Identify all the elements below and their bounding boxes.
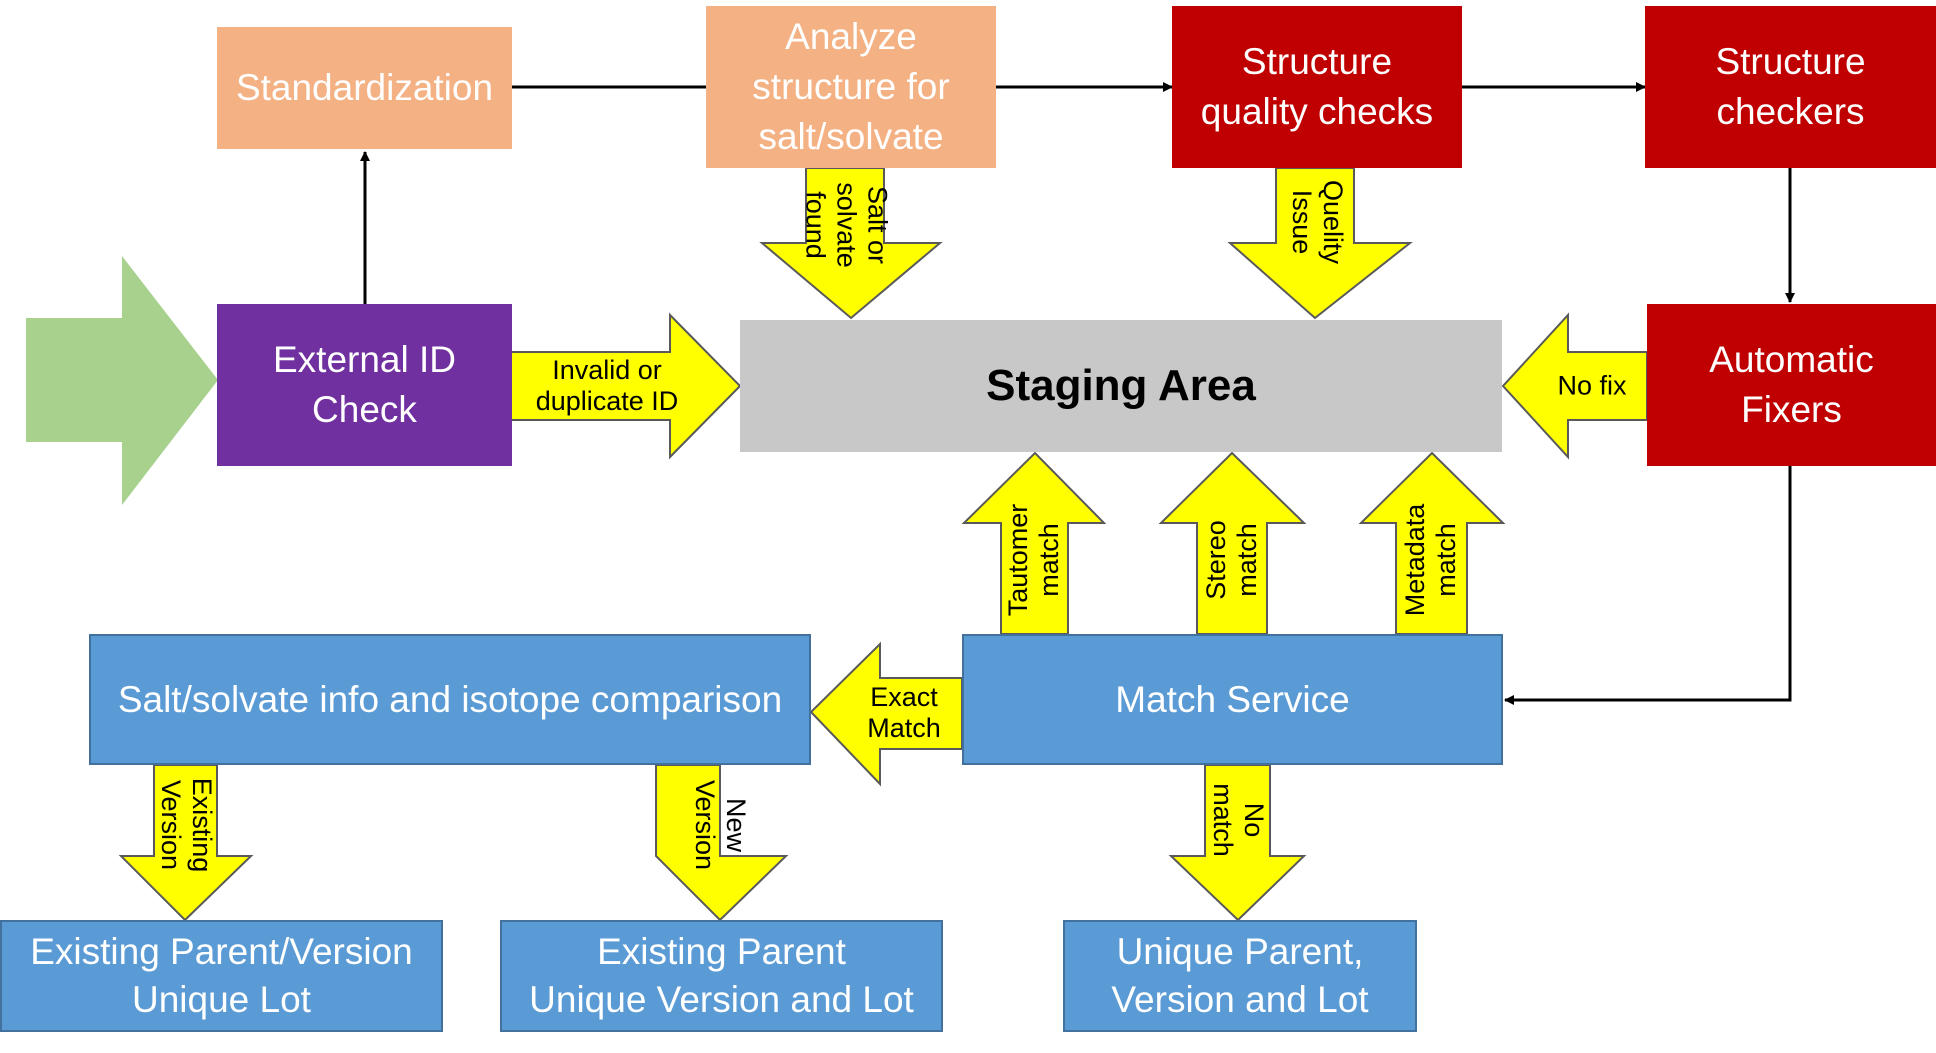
no-fix-text: No fix bbox=[1557, 370, 1627, 401]
arrow-quality-issue bbox=[1227, 167, 1413, 320]
standardization-label: Standardization bbox=[235, 67, 494, 108]
standardization-box: Standardization bbox=[217, 27, 512, 149]
tautomer-match-label: Tautomer match bbox=[1003, 504, 1065, 617]
existing-p-line2: Unique Version and Lot bbox=[529, 979, 914, 1020]
fixers-label-line2: Fixers bbox=[1741, 389, 1842, 430]
arrow-no-match bbox=[1168, 764, 1307, 922]
analyze-label-line1: Analyze bbox=[785, 16, 917, 57]
metadata-line1: Metadata bbox=[1400, 503, 1430, 617]
quality-label-line2: quality checks bbox=[1200, 91, 1434, 132]
structure-quality-checks-box: Structure quality checks bbox=[1172, 6, 1462, 168]
arrow-new-version bbox=[655, 764, 789, 922]
exact-line1: Exact bbox=[870, 682, 938, 712]
automatic-fixers-box: Automatic Fixers bbox=[1647, 304, 1936, 466]
no-match-label: No match bbox=[1207, 783, 1269, 857]
new-version-line2: Version bbox=[690, 779, 720, 871]
arrow-invalid-id bbox=[510, 312, 742, 460]
existing-parent-version-box: Existing Parent/Version Unique Lot bbox=[0, 920, 443, 1032]
arrow-exact-match bbox=[809, 641, 963, 787]
unique-parent-box: Unique Parent, Version and Lot bbox=[1063, 920, 1417, 1032]
unique-line2: Version and Lot bbox=[1111, 979, 1369, 1020]
external-label-line2: Check bbox=[312, 389, 417, 430]
external-id-check-box: External ID Check bbox=[217, 304, 512, 466]
analyze-label-line3: salt/solvate bbox=[758, 116, 944, 157]
no-match-line1: No bbox=[1239, 802, 1269, 838]
existing-p-line1: Existing Parent bbox=[597, 931, 846, 972]
match-service-box: Match Service bbox=[962, 634, 1503, 765]
new-version-label: New Version bbox=[689, 780, 751, 870]
new-version-line1: New bbox=[721, 797, 751, 852]
checkers-label-line1: Structure bbox=[1715, 41, 1866, 82]
stereo-line2: match bbox=[1232, 523, 1262, 597]
existing-pv-line2: Unique Lot bbox=[132, 979, 311, 1020]
stereo-line1: Stereo bbox=[1201, 520, 1231, 600]
arrow-tautomer-match bbox=[961, 451, 1107, 635]
existing-parent-box: Existing Parent Unique Version and Lot bbox=[500, 920, 943, 1032]
staging-area-label: Staging Area bbox=[986, 361, 1256, 410]
metadata-line2: match bbox=[1431, 523, 1461, 597]
analyze-structure-box: Analyze structure for salt/solvate bbox=[706, 6, 996, 168]
no-fix-label: No fix bbox=[1557, 371, 1626, 402]
salt-info-label: Salt/solvate info and isotope comparison bbox=[117, 678, 783, 720]
quality-issue-label: Quelity Issue bbox=[1286, 180, 1348, 264]
existing-pv-line1: Existing Parent/Version bbox=[30, 931, 413, 972]
checkers-label-line2: checkers bbox=[1716, 91, 1865, 132]
exact-match-label: Exact Match bbox=[867, 682, 941, 744]
existing-version-label: Existing Version bbox=[155, 778, 217, 873]
invalid-id-label: Invalid or duplicate ID bbox=[536, 355, 679, 417]
arrow-metadata-match bbox=[1358, 451, 1506, 635]
quality-issue-line2: Issue bbox=[1287, 189, 1317, 255]
unique-line1: Unique Parent, bbox=[1116, 931, 1364, 972]
entry-arrow bbox=[26, 256, 218, 505]
salt-found-line3: found bbox=[800, 191, 831, 259]
arrow-no-fix bbox=[1501, 312, 1648, 460]
fixers-label-line1: Automatic bbox=[1709, 339, 1874, 380]
no-match-line2: match bbox=[1208, 783, 1238, 857]
exact-line2: Match bbox=[867, 713, 941, 743]
quality-label-line1: Structure bbox=[1241, 41, 1393, 82]
metadata-match-label: Metadata match bbox=[1400, 504, 1462, 617]
analyze-label-line2: structure for bbox=[752, 66, 950, 107]
existing-version-line1: Existing bbox=[187, 777, 217, 873]
stereo-match-label: Stereo match bbox=[1201, 520, 1263, 600]
structure-checkers-box: Structure checkers bbox=[1645, 6, 1936, 168]
external-label-line1: External ID bbox=[272, 339, 456, 380]
tautomer-line2: match bbox=[1034, 523, 1064, 597]
quality-issue-line1: Quelity bbox=[1318, 179, 1348, 265]
arrow-salt-found bbox=[759, 167, 943, 320]
salt-solvate-comparison-box: Salt/solvate info and isotope comparison bbox=[89, 634, 811, 765]
salt-found-line1: Salt or bbox=[862, 185, 893, 265]
match-service-label: Match Service bbox=[1115, 678, 1350, 720]
tautomer-line1: Tautomer bbox=[1003, 503, 1033, 617]
arrow-existing-version bbox=[118, 764, 254, 922]
salt-found-line2: solvate bbox=[831, 182, 862, 268]
existing-version-line2: Version bbox=[156, 779, 186, 871]
staging-area-box: Staging Area bbox=[740, 320, 1502, 452]
connector-fixers-to-match-service bbox=[1504, 465, 1792, 705]
salt-found-label: Salt or solvate found bbox=[800, 182, 893, 268]
invalid-id-line1: Invalid or bbox=[552, 355, 662, 385]
invalid-id-line2: duplicate ID bbox=[535, 386, 679, 416]
arrow-stereo-match bbox=[1158, 451, 1307, 635]
